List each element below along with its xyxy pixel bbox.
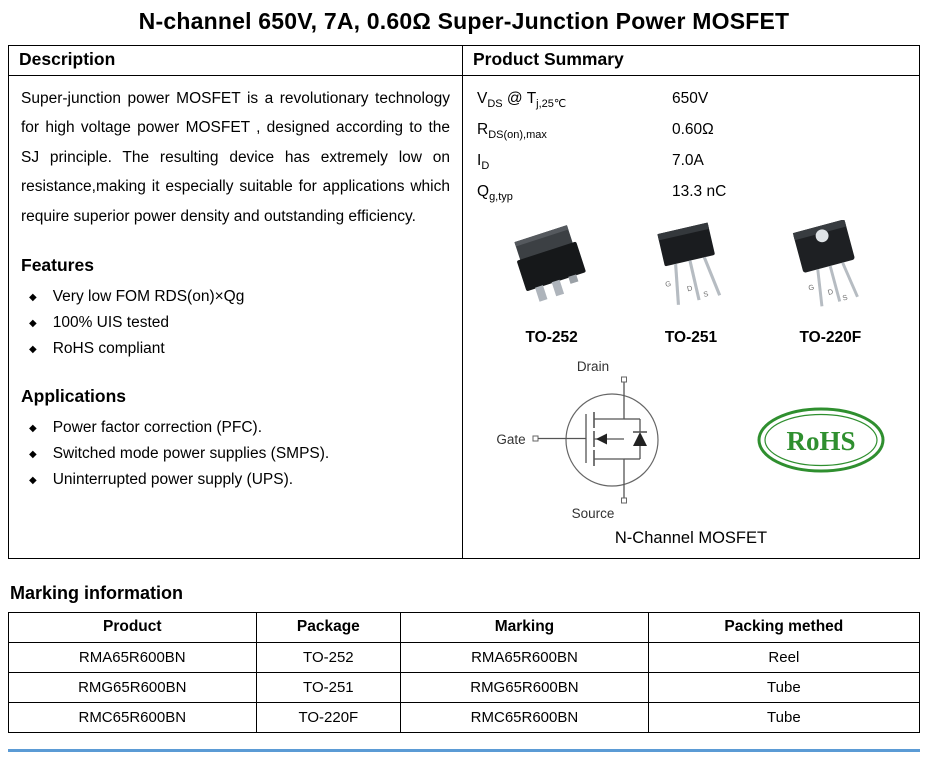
marking-heading: Marking information: [10, 582, 184, 603]
table-cell: TO-220F: [255, 701, 402, 733]
overview-panel: Description Super-junction power MOSFET …: [8, 45, 920, 559]
mosfet-symbol-icon: [532, 376, 659, 504]
table-cell: RMA65R600BN: [8, 641, 257, 673]
table-cell: RMG65R600BN: [400, 671, 649, 703]
pin-letter: G: [664, 279, 672, 289]
column-header: Packing methed: [647, 611, 921, 643]
to252-package-icon: [514, 225, 587, 302]
package-to220f: G D S TO-220F: [762, 219, 899, 347]
table-cell: TO-251: [255, 671, 402, 703]
list-item: 100% UIS tested: [21, 310, 450, 336]
list-item: Switched mode power supplies (SMPS).: [21, 441, 450, 467]
marking-table: Product Package Marking Packing methed R…: [8, 611, 921, 733]
application-text: Power factor correction (PFC).: [52, 419, 263, 437]
package-label: TO-220F: [799, 328, 862, 346]
description-heading: Description: [9, 46, 462, 76]
drain-label: Drain: [576, 358, 610, 374]
table-cell: Reel: [647, 641, 921, 673]
param-value: 0.60Ω: [672, 120, 714, 138]
summary-row: ID 7.0A: [477, 146, 905, 177]
column-header: Package: [255, 611, 402, 643]
rohs-text: RoHS: [786, 426, 855, 456]
feature-text: Very low FOM RDS(on)×Qg: [52, 288, 245, 306]
page-title: N-channel 650V, 7A, 0.60Ω Super-Junction…: [138, 8, 790, 34]
list-item: RoHS compliant: [21, 336, 450, 362]
package-gallery: TO-252 G D S: [463, 212, 919, 347]
right-column: Product Summary VDS @ Tj,25℃ 650V RDS(on…: [462, 46, 919, 558]
description-body: Super-junction power MOSFET is a revolut…: [21, 90, 450, 225]
list-item: Uninterrupted power supply (UPS).: [21, 467, 450, 493]
param-value: 13.3 nC: [672, 182, 727, 200]
rohs-logo-block: RoHS: [723, 359, 919, 521]
table-row: RMA65R600BN TO-252 RMA65R600BN Reel: [8, 641, 921, 673]
list-item: Power factor correction (PFC).: [21, 415, 450, 441]
feature-text: RoHS compliant: [52, 340, 165, 358]
source-label: Source: [571, 505, 615, 521]
symbol-section: Drain Gate: [463, 359, 919, 521]
applications-list: Power factor correction (PFC). Switched …: [21, 415, 450, 493]
to251-package-icon: G D S: [657, 222, 721, 305]
rohs-logo-icon: RoHS: [757, 407, 885, 473]
summary-row: RDS(on),max 0.60Ω: [477, 115, 905, 146]
table-header-row: Product Package Marking Packing methed: [8, 611, 921, 643]
param-name: RDS(on),max: [477, 120, 547, 142]
table-cell: RMC65R600BN: [400, 701, 649, 733]
param-value: 650V: [672, 90, 709, 107]
table-cell: Tube: [647, 701, 921, 733]
param-value: 7.0A: [672, 151, 704, 169]
pin-letter: D: [827, 287, 834, 297]
package-label: TO-252: [525, 328, 578, 346]
symbol-caption: N-Channel MOSFET: [614, 528, 768, 547]
application-text: Uninterrupted power supply (UPS).: [52, 471, 294, 489]
param-name: Qg,typ: [477, 182, 513, 204]
application-text: Switched mode power supplies (SMPS).: [52, 445, 330, 463]
table-cell: Tube: [647, 671, 921, 703]
package-label: TO-251: [664, 328, 718, 346]
column-header: Marking: [400, 611, 649, 643]
summary-row: Qg,typ 13.3 nC: [477, 177, 905, 208]
to220f-package-icon: G D S: [792, 219, 859, 307]
param-name: VDS @ Tj,25℃: [477, 90, 567, 111]
mosfet-symbol-block: Drain Gate: [463, 359, 723, 521]
pin-letter: D: [686, 283, 693, 293]
package-to251: G D S TO-251: [622, 220, 759, 347]
applications-heading: Applications: [21, 386, 127, 407]
features-list: Very low FOM RDS(on)×Qg 100% UIS tested …: [21, 284, 450, 362]
gate-label: Gate: [496, 432, 526, 448]
pin-letter: S: [702, 289, 709, 299]
column-header: Product: [8, 611, 257, 643]
table-cell: RMA65R600BN: [400, 641, 649, 673]
features-heading: Features: [21, 255, 94, 276]
product-summary-table: VDS @ Tj,25℃ 650V RDS(on),max 0.60Ω ID 7…: [463, 76, 919, 212]
table-row: RMC65R600BN TO-220F RMC65R600BN Tube: [8, 701, 921, 733]
summary-row: VDS @ Tj,25℃ 650V: [477, 84, 905, 115]
package-to252: TO-252: [483, 220, 620, 347]
footer-divider: [8, 748, 920, 752]
table-cell: RMC65R600BN: [8, 701, 257, 733]
table-cell: TO-252: [255, 641, 402, 673]
left-column-body: Super-junction power MOSFET is a revolut…: [9, 76, 462, 503]
left-column: Description Super-junction power MOSFET …: [9, 46, 462, 558]
feature-text: 100% UIS tested: [52, 314, 170, 332]
product-summary-heading: Product Summary: [463, 46, 919, 76]
table-cell: RMG65R600BN: [8, 671, 257, 703]
pin-letter: G: [808, 282, 816, 292]
pin-letter: S: [842, 292, 849, 302]
table-row: RMG65R600BN TO-251 RMG65R600BN Tube: [8, 671, 921, 703]
list-item: Very low FOM RDS(on)×Qg: [21, 284, 450, 310]
param-name: ID: [477, 151, 490, 173]
